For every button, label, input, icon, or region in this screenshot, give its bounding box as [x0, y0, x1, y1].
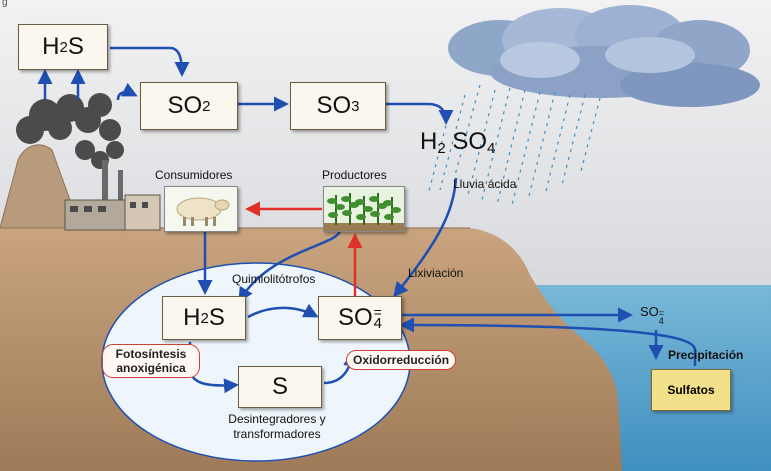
cloud-icon — [448, 5, 760, 107]
arrow-h2s-to-so2 — [110, 46, 190, 77]
volcano — [0, 144, 81, 229]
productores-label: Productores — [322, 168, 387, 182]
producers-picture — [323, 186, 405, 232]
arrow-so3-to-h2so4 — [386, 102, 454, 125]
lluvia-acida-label: Lluvia ácida — [453, 177, 517, 191]
consumidores-label: Consumidores — [155, 168, 233, 182]
lixiviacion-label: Lixiviación — [408, 266, 464, 280]
smoke-icon — [16, 93, 124, 169]
rain-icon — [427, 84, 601, 206]
h2so4-label: H2 SO4 — [420, 128, 496, 157]
quimiolitotrofos-label: Quimiolitótrofos — [232, 272, 316, 286]
corner-mark: g — [2, 0, 8, 8]
so4-sea-label: SO =4 — [640, 304, 665, 326]
factory-icon — [64, 160, 161, 231]
arrow-rain-to-so4 — [393, 177, 458, 298]
sulfatos-box: Sulfatos — [651, 369, 731, 411]
arrow-h2s-to-so4 — [247, 303, 319, 319]
so4-cycle-box: SO = 4 — [318, 296, 402, 340]
sheep-icon — [176, 197, 230, 226]
oxidorreduccion-pill: Oxidorreducción — [346, 350, 457, 370]
desintegradores-label: Desintegradores y transformadores — [228, 412, 326, 441]
arrow-sulfatos-to-so4 — [399, 317, 697, 366]
fotosintesis-pill: Fotosíntesis anoxigénica — [102, 344, 200, 378]
consumers-picture — [164, 186, 238, 232]
precipitacion-label: Precipitación — [668, 348, 744, 362]
arrow-producers-to-h2s — [238, 229, 342, 303]
s-cycle-box: S — [238, 366, 322, 408]
arrow-smoke-to-so2 — [116, 82, 138, 101]
plants-icon — [324, 193, 404, 231]
